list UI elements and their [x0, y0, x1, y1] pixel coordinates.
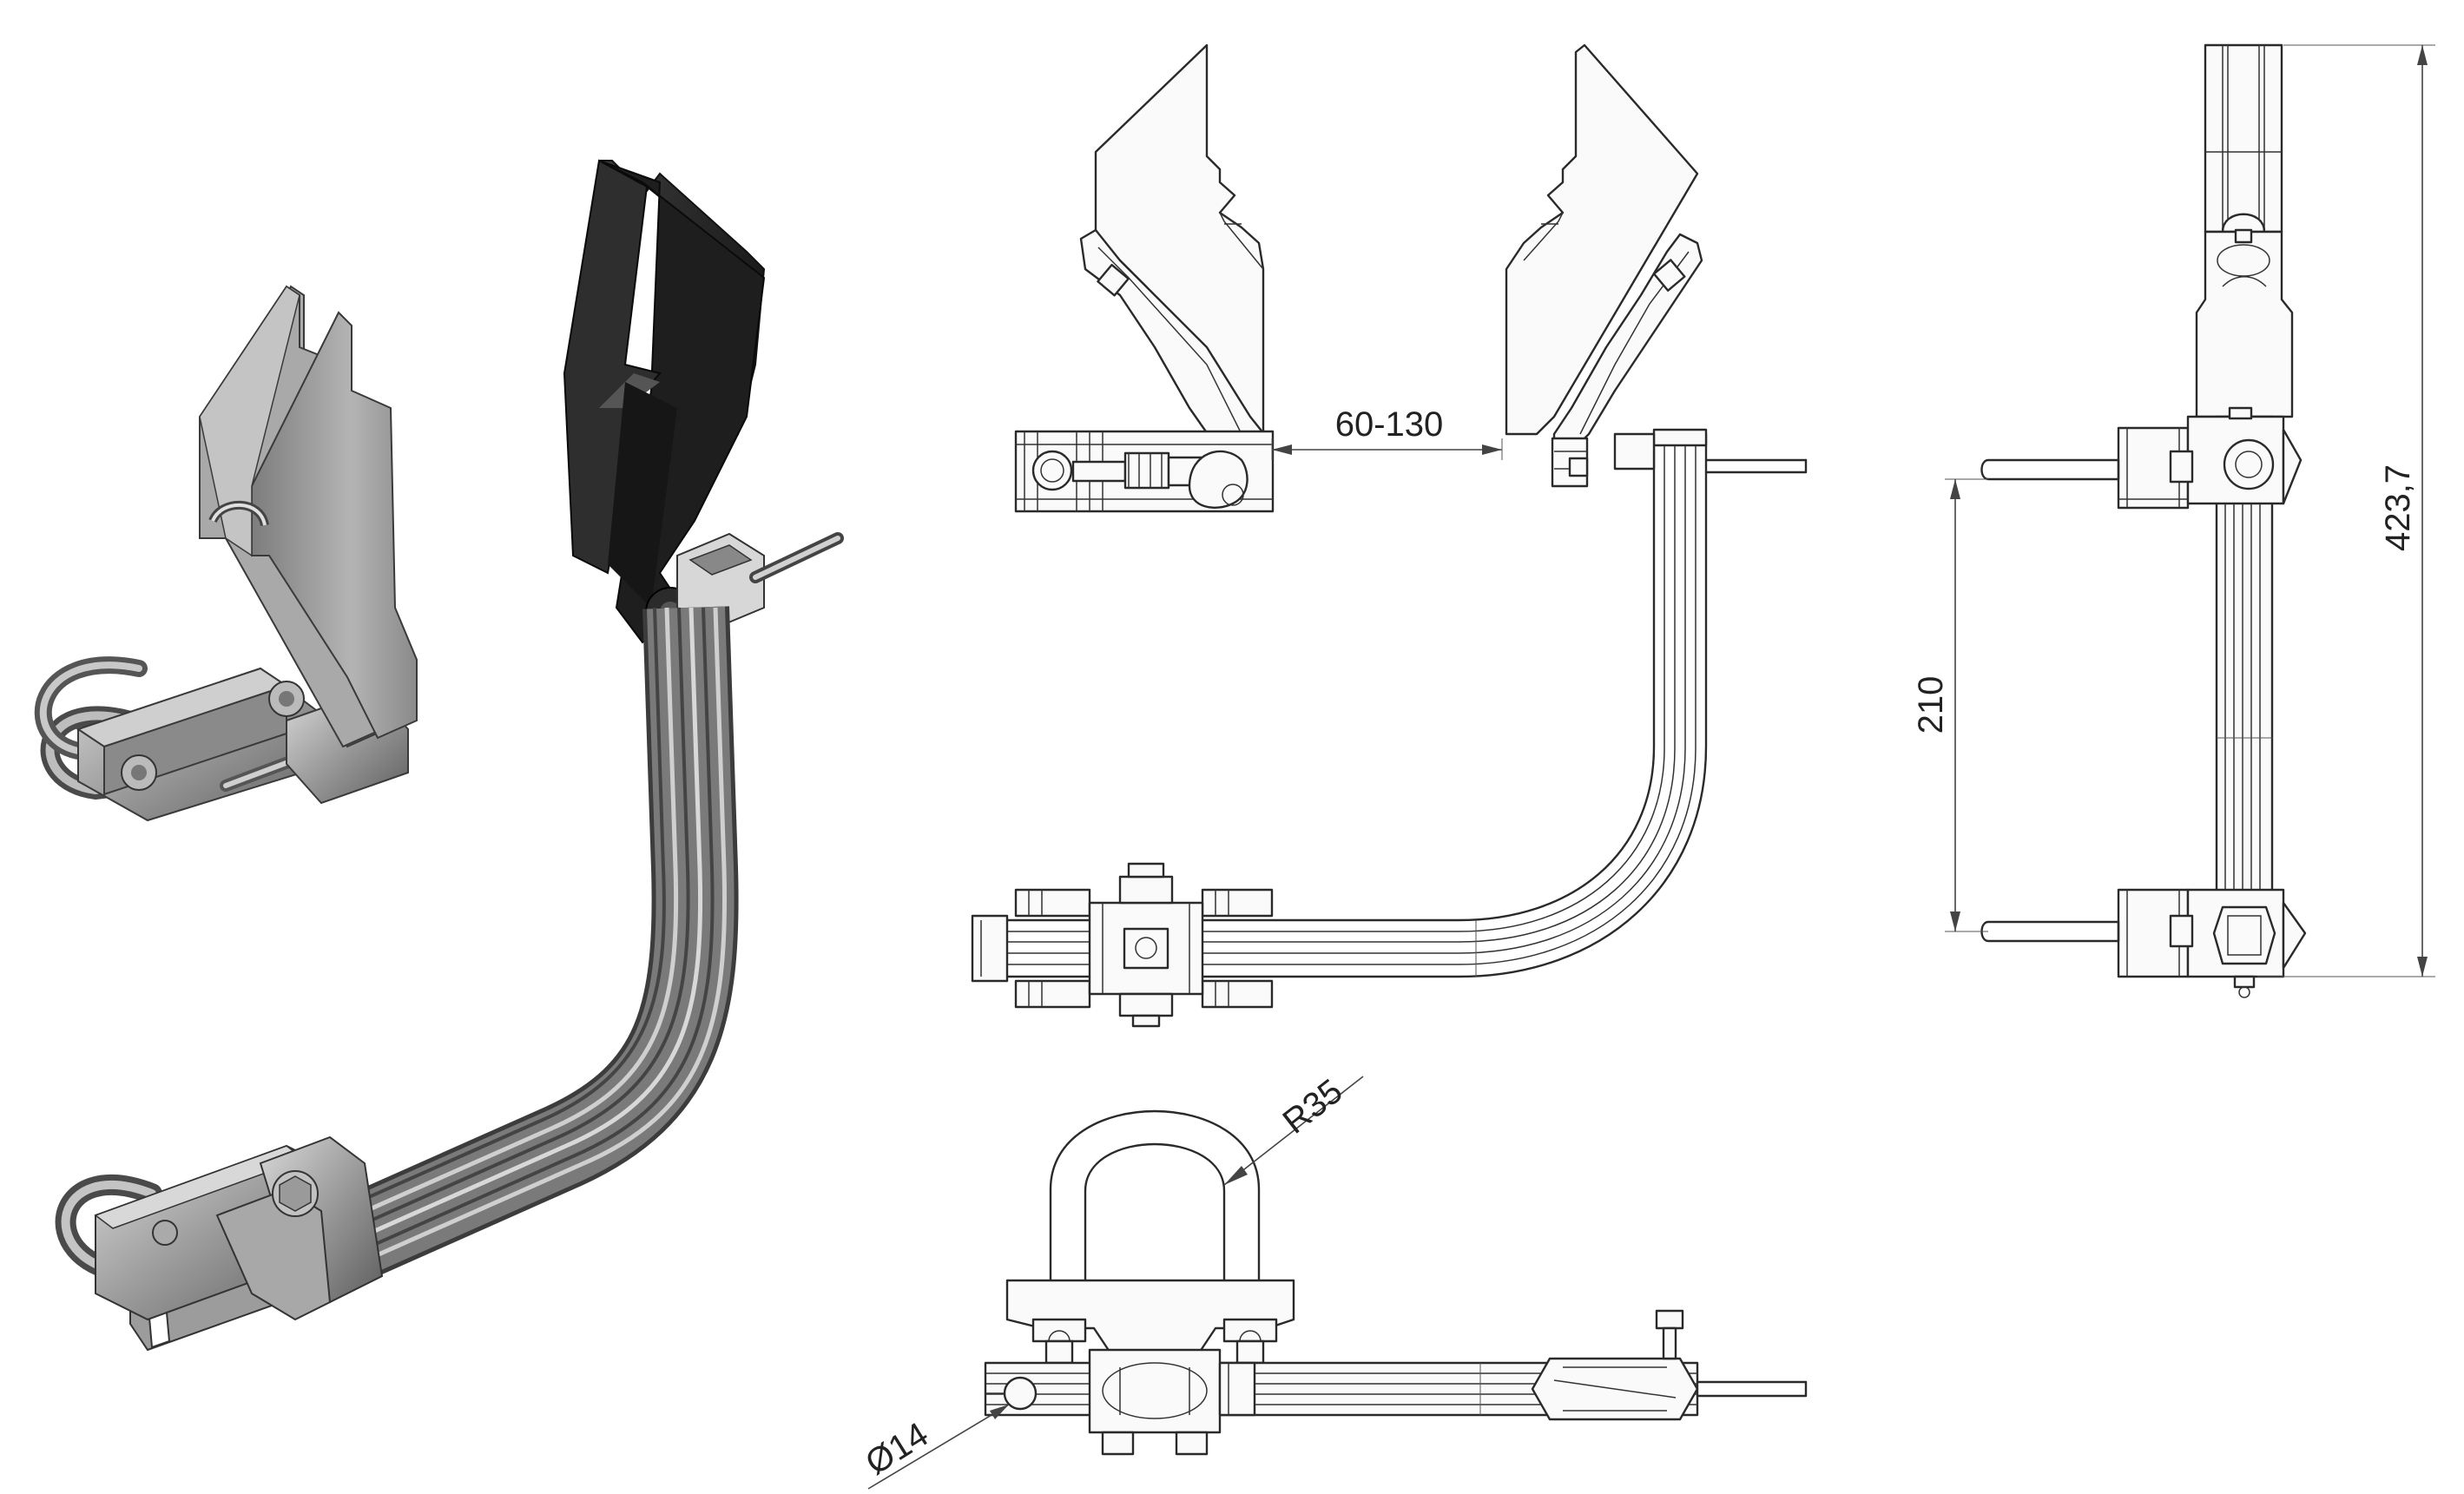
render-arm-assembly	[55, 159, 844, 1352]
drawing-top-view: 60-130	[971, 43, 1808, 1028]
dim-radius-label: R35	[1276, 1072, 1350, 1142]
dim-height-label: 423,7	[2379, 464, 2417, 551]
drawing-bottom-view: R35 Ø14	[859, 1072, 1808, 1490]
drawing-side-view: 423,7 210	[1912, 43, 2435, 998]
dim-gap-label: 60-130	[1335, 405, 1444, 444]
dim-spacing-label: 210	[1912, 676, 1950, 734]
render-small-clamp	[34, 285, 418, 822]
